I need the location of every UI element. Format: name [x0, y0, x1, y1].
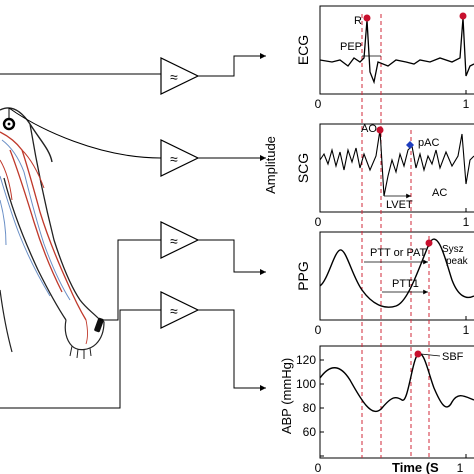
amplitude-label: Amplitude	[263, 136, 278, 194]
ecg-waveform	[319, 17, 474, 85]
measurement-electrode-icon	[94, 317, 104, 333]
vein-lines	[0, 139, 71, 301]
ppg-y-label: PPG	[295, 261, 311, 291]
abp-sbp-marker	[414, 350, 422, 358]
scg-waveform	[319, 129, 474, 197]
panel-frames	[319, 5, 474, 459]
abp-x-tick-1: 1	[457, 461, 464, 474]
ecg-pep-label: PEP	[340, 41, 362, 53]
abp-x-tick-0: 0	[315, 461, 322, 474]
abp-y-label: ABP (mmHg)	[279, 358, 294, 434]
ppg-ptt-pat-label: PTT or PAT	[370, 247, 427, 259]
scg-x-tick-1: 1	[463, 215, 470, 229]
signal-wires	[0, 73, 162, 409]
ecg-r-label: R	[354, 15, 362, 27]
filter-amplifier-blocks: ≈ ≈ ≈ ≈	[160, 53, 266, 391]
filter-block-ppg: ≈	[160, 221, 266, 275]
ppg-systolic-peak-marker	[425, 239, 433, 247]
wave-filter-icon: ≈	[170, 151, 178, 167]
abp-y-tick-60: 60	[303, 425, 317, 439]
abp-y-tick-120: 120	[296, 353, 316, 367]
abp-x-axis-label: Time (S	[392, 460, 439, 474]
ecg-r-peak-marker-2	[459, 12, 467, 20]
ppg-ptt1-label: PTT1	[392, 278, 419, 290]
abp-y-ticks	[320, 359, 324, 457]
filter-block-ecg: ≈	[160, 53, 266, 95]
ppg-systolic-label-2: peak	[446, 256, 469, 267]
ecg-y-label: ECG	[295, 35, 311, 65]
ppg-systolic-label-1: Sysz	[442, 244, 464, 255]
scg-pac-label: pAC	[418, 137, 439, 149]
wave-filter-icon: ≈	[170, 233, 178, 249]
filter-block-scg: ≈	[160, 139, 266, 177]
ecg-x-tick-1: 1	[463, 97, 470, 111]
artery-lines	[0, 131, 88, 345]
abp-y-tick-80: 80	[303, 401, 317, 415]
ppg-waveform	[319, 238, 474, 308]
scg-ao-label: AO	[361, 123, 377, 135]
scg-ao-marker	[376, 126, 384, 134]
scg-pac-marker	[406, 141, 414, 149]
wave-filter-icon: ≈	[170, 303, 178, 319]
filter-block-abp: ≈	[160, 291, 266, 391]
x-axis-ticks	[319, 90, 467, 458]
abp-waveform	[319, 352, 474, 412]
scg-ac-label: AC	[432, 187, 447, 199]
abp-sbp-label: SBF	[442, 351, 464, 363]
timing-dashed-lines	[361, 14, 430, 458]
ppg-x-tick-1: 1	[463, 323, 470, 337]
scg-y-label: SCG	[295, 153, 311, 183]
wave-filter-icon: ≈	[170, 69, 178, 85]
scg-lvet-label: LVET	[386, 199, 413, 211]
scg-x-tick-0: 0	[315, 215, 322, 229]
ecg-r-peak-marker	[363, 14, 371, 22]
human-figure-illustration	[0, 107, 105, 359]
ecg-x-tick-0: 0	[315, 97, 322, 111]
abp-y-tick-100: 100	[296, 377, 316, 391]
ppg-x-tick-0: 0	[315, 323, 322, 337]
abp-sbp-pointer	[420, 353, 441, 357]
